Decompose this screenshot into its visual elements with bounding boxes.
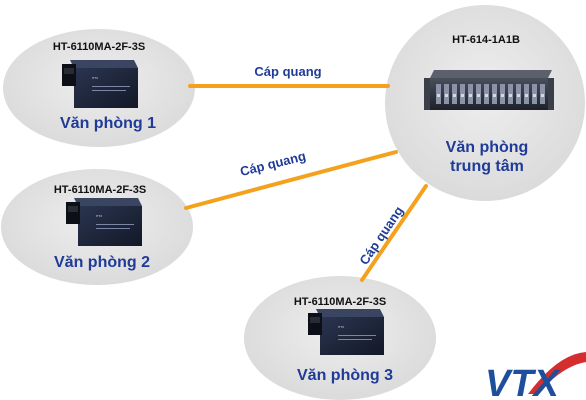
central-office-label-line2: trung tâm xyxy=(450,158,524,175)
logo-swoosh-icon xyxy=(528,352,586,394)
fiber-link-3 xyxy=(360,184,428,282)
svg-text:HTX: HTX xyxy=(96,214,102,218)
central-office-label-line1: Văn phòng xyxy=(446,139,529,156)
fiber-link-2 xyxy=(184,150,398,210)
central-office-model: HT-614-1A1B xyxy=(452,34,520,46)
fiber-link-2-label: Cáp quang xyxy=(239,148,308,179)
office-1-model: HT-6110MA-2F-3S xyxy=(53,41,145,53)
office-2-label: Văn phòng 2 xyxy=(54,254,150,271)
media-converter-icon: HTX xyxy=(62,60,138,108)
media-converter-icon: HTX xyxy=(66,198,142,246)
rackmount-chassis-icon xyxy=(424,70,554,110)
fiber-link-3-label: Cáp quang xyxy=(356,203,406,267)
svg-text:HTX: HTX xyxy=(338,325,344,329)
office-3-model: HT-6110MA-2F-3S xyxy=(294,296,386,308)
fiber-cables xyxy=(184,84,428,282)
office-3-label: Văn phòng 3 xyxy=(297,367,393,384)
vtx-logo: VTX xyxy=(485,352,586,400)
svg-text:HTX: HTX xyxy=(92,76,98,80)
office-2-model: HT-6110MA-2F-3S xyxy=(54,184,146,196)
media-converter-icon: HTX xyxy=(308,309,384,355)
logo-text: VTX xyxy=(485,363,562,400)
fiber-link-1-label: Cáp quang xyxy=(254,64,321,79)
office-1-label: Văn phòng 1 xyxy=(60,115,156,132)
